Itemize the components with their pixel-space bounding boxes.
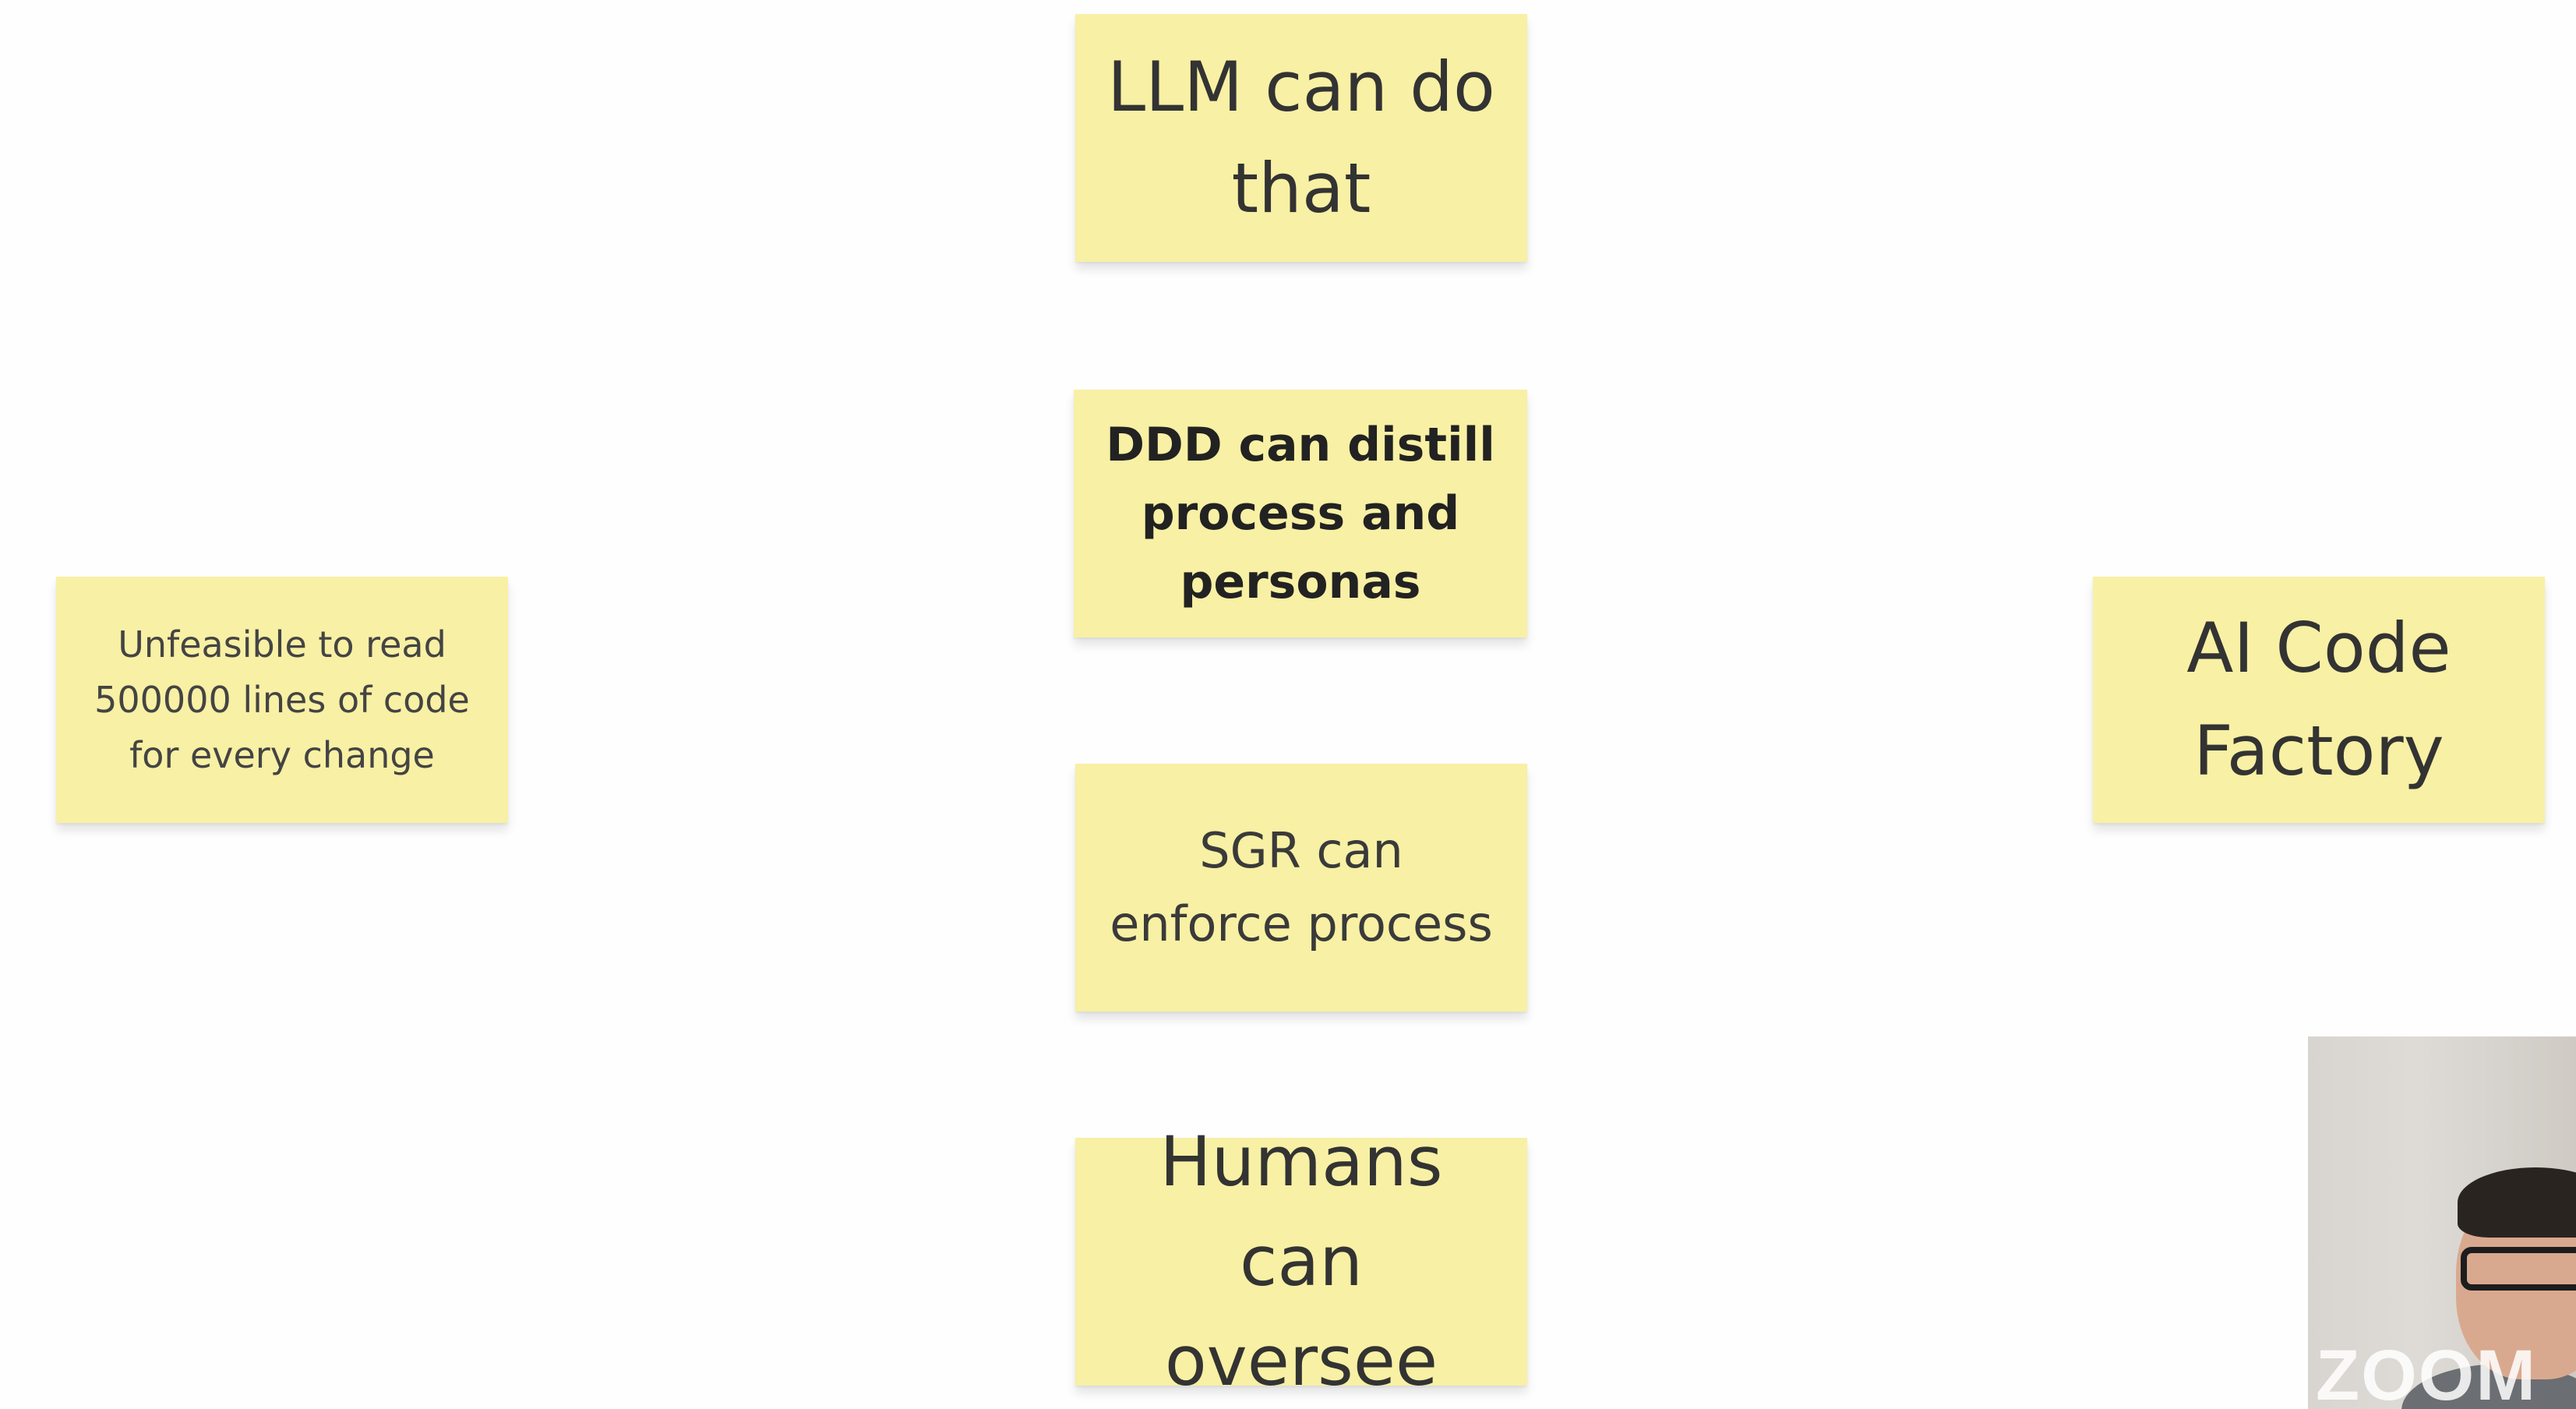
sticky-note-unfeasible-text: Unfeasible to read 500000 lines of code …: [94, 623, 470, 776]
participant-glasses: [2461, 1247, 2576, 1291]
sticky-note-llm[interactable]: LLM can do that: [1075, 14, 1527, 262]
sticky-note-llm-text: LLM can do that: [1107, 47, 1495, 228]
sticky-note-humans-text: Humans can oversee: [1159, 1121, 1443, 1401]
participant-hair: [2458, 1167, 2576, 1238]
sticky-note-ddd[interactable]: DDD can distill process and personas: [1074, 390, 1527, 637]
sticky-note-ddd-text: DDD can distill process and personas: [1106, 418, 1495, 609]
zoom-watermark: ZOOM: [2316, 1336, 2537, 1409]
sticky-note-sgr[interactable]: SGR can enforce process: [1075, 764, 1527, 1012]
sticky-note-sgr-text: SGR can enforce process: [1110, 822, 1493, 952]
sticky-note-ai-code-factory[interactable]: AI Code Factory: [2093, 577, 2545, 823]
sticky-note-unfeasible[interactable]: Unfeasible to read 500000 lines of code …: [56, 577, 508, 823]
sticky-note-humans[interactable]: Humans can oversee: [1075, 1121, 1527, 1401]
participant-video-tile[interactable]: ZOOM: [2308, 1036, 2576, 1409]
sticky-note-ai-code-factory-text: AI Code Factory: [2186, 608, 2451, 791]
